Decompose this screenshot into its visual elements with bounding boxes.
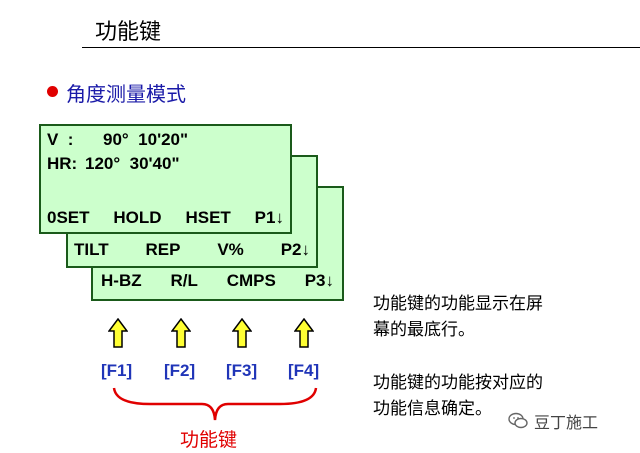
softkey-row-page3: H-BZ R/L CMPS P3↓	[101, 271, 334, 291]
section-subtitle: 角度测量模式	[66, 82, 186, 106]
f2-key-label[interactable]: [F2]	[164, 361, 196, 380]
brace-label: 功能键	[180, 429, 238, 451]
softkey-row-page2: TILT REP V% P2↓	[74, 240, 310, 260]
arrow-up-icon	[294, 318, 314, 348]
watermark-text: 豆丁施工	[534, 413, 599, 432]
description-paragraph-2: 功能键的功能按对应的 功能信息确定。	[373, 373, 543, 419]
softkey-label: R/L	[170, 271, 198, 290]
softkey-label: REP	[145, 240, 181, 259]
title-divider	[82, 47, 640, 48]
softkey-label: H-BZ	[101, 271, 142, 290]
page-title: 功能键	[95, 20, 162, 45]
hr-angle-label: HR:	[47, 154, 78, 173]
display-page-1: V : 90° 10'20" HR: 120° 30'40" 0SET HOLD…	[39, 124, 292, 234]
softkey-label: P3↓	[304, 271, 334, 290]
softkey-label: TILT	[74, 240, 109, 259]
softkey-label: P2↓	[280, 240, 310, 259]
f1-key-label[interactable]: [F1]	[101, 361, 133, 380]
softkey-label: CMPS	[226, 271, 276, 290]
v-angle-value: 90° 10'20"	[103, 130, 189, 149]
hr-angle-value: 120° 30'40"	[85, 154, 180, 173]
softkey-label: 0SET	[47, 208, 90, 227]
bullet-dot-icon	[47, 86, 58, 97]
softkey-label: V%	[217, 240, 244, 259]
v-angle-label: V :	[47, 130, 74, 149]
softkey-label: HOLD	[113, 208, 162, 227]
softkey-label: P1↓	[254, 208, 284, 227]
grouping-brace	[112, 387, 318, 421]
f3-key-label[interactable]: [F3]	[226, 361, 258, 380]
wechat-icon	[508, 412, 528, 429]
arrow-up-icon	[108, 318, 128, 348]
description-paragraph-1: 功能键的功能显示在屏 幕的最底行。	[373, 294, 543, 340]
arrow-up-icon	[232, 318, 252, 348]
watermark: 豆丁施工	[508, 409, 598, 433]
softkey-row-page1: 0SET HOLD HSET P1↓	[47, 208, 284, 228]
softkey-label: HSET	[185, 208, 231, 227]
f4-key-label[interactable]: [F4]	[288, 361, 320, 380]
arrow-up-icon	[171, 318, 191, 348]
